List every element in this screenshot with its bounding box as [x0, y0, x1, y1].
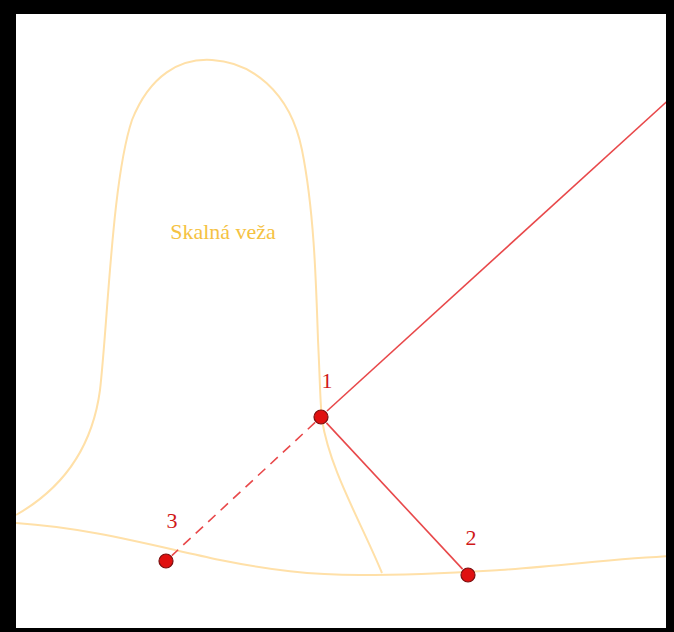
dashed-sight-line [172, 422, 315, 555]
point-dot [460, 567, 476, 583]
rock-tower-outline [16, 60, 382, 573]
survey-point: 3 [158, 553, 174, 569]
point-dot [158, 553, 174, 569]
survey-point: 2 [460, 567, 476, 583]
frame-top [0, 0, 674, 14]
frame-right [666, 0, 674, 632]
sight-line [327, 95, 674, 411]
survey-point: 1 [313, 409, 329, 425]
region-label: Skalná veža [170, 221, 276, 243]
callout-number: 3 [167, 510, 178, 532]
callout-number: 1 [322, 370, 333, 392]
measure-line [326, 423, 462, 569]
point-dot [313, 409, 329, 425]
frame-left [0, 0, 16, 632]
callout-number: 2 [466, 527, 477, 549]
ground-line [16, 523, 674, 575]
frame-bottom [0, 628, 674, 632]
